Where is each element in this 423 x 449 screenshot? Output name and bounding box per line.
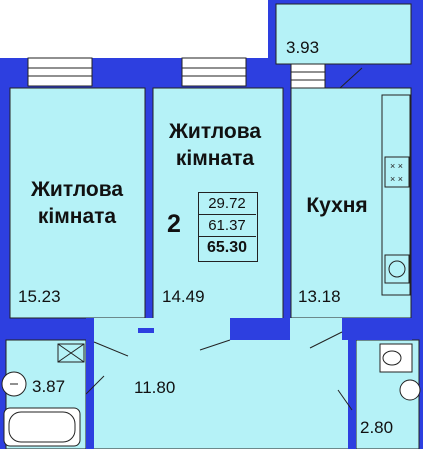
kitchen-area: 13.18 [298, 287, 341, 306]
wall-stub-middle [230, 318, 290, 340]
balcony-floor [275, 3, 412, 65]
total-area: 65.30 [206, 239, 248, 256]
kitchen-name: Кухня [306, 194, 368, 217]
hallway-floor [91, 339, 351, 449]
toilet-area: 2.80 [360, 418, 394, 437]
room-count: 2 [167, 210, 181, 238]
area-summary-box [198, 192, 258, 262]
living-room-middle-floor [152, 87, 284, 332]
svg-text:× ×: × × [390, 174, 403, 184]
area-summary-divider-1 [198, 214, 256, 215]
bathroom-wall [86, 318, 94, 449]
door-toilet [337, 389, 353, 411]
window-middle [181, 57, 247, 87]
hallway-area: 11.80 [134, 378, 176, 397]
balcony-door [339, 67, 363, 89]
area-summary-divider-2 [198, 236, 256, 237]
toilet-icon [379, 343, 413, 373]
window-balcony [290, 63, 326, 89]
door-bathroom [85, 375, 105, 395]
balcony-area: 3.93 [286, 38, 320, 57]
total-area-ex-balcony: 61.37 [208, 217, 246, 234]
window-left [27, 57, 93, 87]
hallway-passage [200, 318, 230, 332]
toilet-basin-icon [399, 379, 421, 401]
svg-text:× ×: × × [390, 161, 403, 171]
wall-stub-right [342, 318, 412, 340]
bathtub-icon [3, 407, 81, 447]
living-room-left-area: 15.23 [18, 287, 61, 306]
living-room-left-floor [9, 87, 146, 319]
bathroom-area: 3.87 [32, 377, 66, 396]
living-area: 29.72 [208, 195, 246, 212]
wall-stub-left [138, 328, 154, 333]
door-kitchen [309, 331, 343, 349]
living-room-middle-area: 14.49 [162, 287, 205, 306]
kitchen-counter [381, 94, 411, 296]
stove-icon [384, 156, 410, 188]
door-left-room [93, 341, 129, 357]
door-middle-room [199, 339, 231, 351]
ventilation-shaft-icon [57, 343, 85, 363]
toilet-wall [348, 340, 356, 449]
